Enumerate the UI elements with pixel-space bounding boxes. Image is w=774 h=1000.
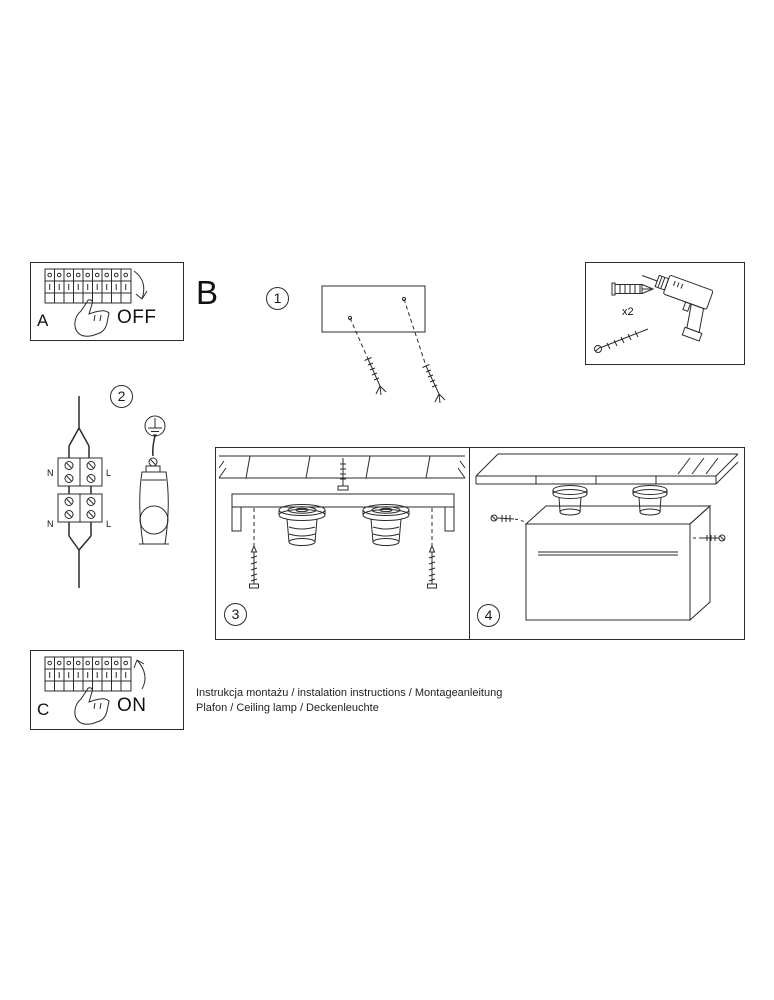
ceiling-slab [475,453,739,485]
drill-icon [641,274,714,342]
supply-cable [68,396,90,458]
hand-icon [74,299,110,337]
arrow-up-icon [133,659,146,690]
terminal-block-top [57,457,103,487]
fixing-screw-icon [427,508,437,589]
step-3-number: 3 [224,603,247,626]
footer-product-line: Plafon / Ceiling lamp / Deckenleuchte [196,702,379,714]
ceiling-slab [218,455,466,479]
earth-ground-icon [144,415,166,437]
screw-icon [594,328,649,353]
terminal-block-bottom [57,486,103,523]
screw-anchor-icon [364,357,387,396]
panel-a-power-off: A OFF [30,262,184,341]
power-on-drawing [44,656,146,725]
lamp-holder-cylinder [632,485,668,516]
shade-mounting-drawing [475,453,739,622]
lamp-body [524,504,712,622]
wire-label-l-top: L [106,468,111,478]
step-2-number: 2 [110,385,133,408]
fixing-screw-icon [249,508,259,589]
tools-drawing [594,274,714,353]
lamp-holder-cylinder [278,504,326,546]
lamp-cable [68,522,92,588]
wire-label-n-bottom: N [47,519,54,529]
wire-label-n-top: N [47,468,54,478]
step-3-panel [215,447,470,640]
footer-instructions-line: Instrukcja montażu / instalation instruc… [196,687,503,699]
wall-plug-icon [611,282,655,296]
lamp-holder-cylinder [362,504,410,546]
power-off-drawing [44,268,148,337]
step-4-panel [469,447,745,640]
mounting-bar [231,493,455,532]
breaker-panel-icon [44,268,132,304]
center-screw-icon [337,458,349,491]
panel-a-label: A [37,311,49,330]
section-b-label: B [196,274,219,311]
tools-box: x2 [585,262,745,365]
step-2-drawing: N L N L [42,392,192,592]
panel-c-power-on: C ON [30,650,184,730]
step-1-number: 1 [266,287,289,310]
step-1-drawing [312,282,482,427]
power-off-label: OFF [117,307,157,328]
mounting-plate-outline [321,285,426,333]
bracket-mounting-drawing [218,455,466,589]
anchor-placement-icon [321,285,446,404]
screw-anchor-icon [422,364,446,404]
side-screw-icon [490,514,527,523]
arrow-down-icon [133,270,148,300]
strain-relief-clamp-icon [139,435,169,545]
anchor-quantity-label: x2 [622,306,634,318]
hand-icon [74,687,110,725]
side-screw-icon [691,534,726,542]
alignment-dashed-lines [349,298,427,367]
step-4-number: 4 [477,604,500,627]
wire-label-l-bottom: L [106,519,111,529]
panel-c-label: C [37,700,50,719]
breaker-panel-icon [44,656,132,692]
wiring-diagram: N L N L [47,396,169,588]
lamp-holder-cylinder [552,485,588,516]
power-on-label: ON [117,695,147,716]
